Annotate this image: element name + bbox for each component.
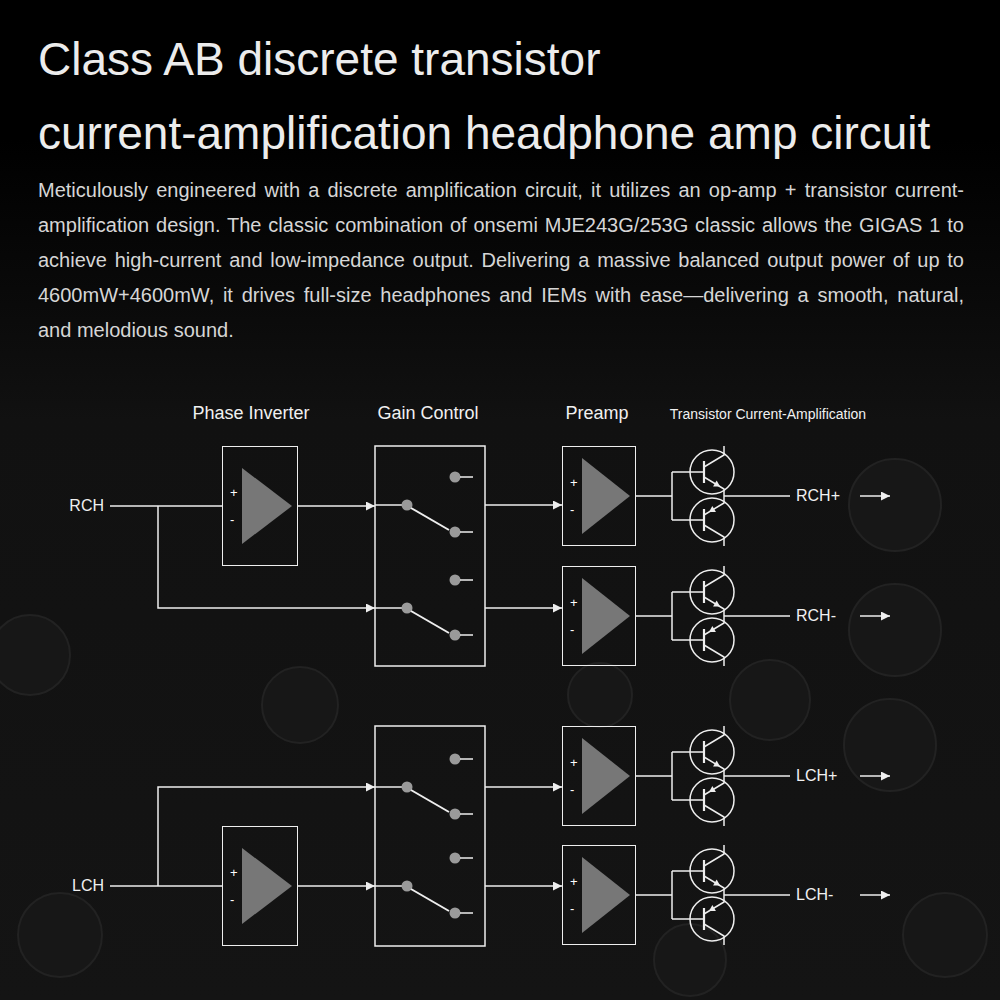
signal-wire <box>110 505 222 507</box>
title-word: Class <box>38 33 153 85</box>
signal-label: RCH+ <box>796 486 856 506</box>
opamp-input-sign: - <box>570 902 642 916</box>
preamp-opamp: +- <box>562 845 636 945</box>
capacitor-photo <box>849 584 941 676</box>
gain-switch <box>375 472 473 538</box>
gain-control-box <box>375 726 485 946</box>
output-arrow <box>860 495 890 497</box>
title-word: discrete <box>237 33 398 85</box>
opamp-input-sign: + <box>570 476 642 490</box>
capacitor-photo <box>654 924 726 996</box>
title-word: transistor <box>411 33 600 85</box>
description-text: Meticulously engineered with a discrete … <box>38 173 964 348</box>
opamp-input-sign: + <box>570 756 642 770</box>
opamp-symbol <box>562 726 636 826</box>
opamp-input-sign: + <box>570 875 642 889</box>
signal-wire <box>485 607 562 609</box>
output-arrow <box>860 775 890 777</box>
capacitor-photo <box>849 459 941 551</box>
capacitor-photo <box>18 893 102 977</box>
opamp-input-sign: - <box>570 783 642 797</box>
opamp-symbol <box>562 566 636 666</box>
gain-switch <box>375 853 473 919</box>
phase-inverter-opamp: +- <box>222 826 298 946</box>
output-arrow <box>860 894 890 896</box>
title-word: headphone <box>465 107 695 159</box>
transistor-pair <box>636 566 790 666</box>
opamp-input-sign: + <box>230 866 304 880</box>
gain-switch <box>375 754 473 820</box>
transistor-pair <box>636 845 790 945</box>
title-word: amp <box>708 107 797 159</box>
signal-wire <box>485 786 562 788</box>
opamp-input-sign: - <box>230 513 304 527</box>
opamp-triangle <box>242 848 292 924</box>
gain-switch <box>375 575 473 641</box>
title-word: current-amplification <box>38 107 452 159</box>
opamp-symbol <box>222 446 298 566</box>
signal-wire <box>485 885 562 887</box>
opamp-input-sign: - <box>570 503 642 517</box>
opamp-triangle <box>582 738 630 814</box>
signal-wire <box>110 885 222 887</box>
signal-label: LCH- <box>796 885 856 905</box>
preamp-opamp: +- <box>562 446 636 546</box>
gain-control-box <box>375 446 485 666</box>
signal-label: RCH- <box>796 606 856 626</box>
signal-label: LCH+ <box>796 766 856 786</box>
transistor-pair <box>636 726 790 826</box>
signal-wire <box>298 505 375 507</box>
signal-wire <box>485 504 562 506</box>
capacitor-photo <box>844 699 936 791</box>
output-arrow <box>860 615 890 617</box>
preamp-opamp: +- <box>562 726 636 826</box>
opamp-input-sign: - <box>230 893 304 907</box>
transistor-pair <box>636 446 790 546</box>
capacitor-photo <box>0 615 70 695</box>
opamp-input-sign: + <box>230 486 304 500</box>
pcb-photo <box>0 459 987 996</box>
title-word: circuit <box>810 107 930 159</box>
signal-label: LCH <box>36 876 104 896</box>
opamp-triangle <box>242 468 292 544</box>
opamp-symbol <box>222 826 298 946</box>
capacitor-photo <box>903 893 987 977</box>
capacitor-photo <box>262 667 338 743</box>
opamp-triangle <box>582 578 630 654</box>
phase-inverter-opamp: +- <box>222 446 298 566</box>
preamp-opamp: +- <box>562 566 636 666</box>
signal-wire <box>298 885 375 887</box>
signal-wires <box>110 446 890 946</box>
capacitor-photo <box>730 660 810 740</box>
signal-label: RCH <box>36 496 104 516</box>
opamp-symbol <box>562 446 636 546</box>
opamp-triangle <box>582 458 630 534</box>
opamp-triangle <box>582 857 630 933</box>
opamp-input-sign: + <box>570 596 642 610</box>
column-header: Transistor Current-Amplification <box>628 404 908 424</box>
column-header: Gain Control <box>308 402 548 424</box>
page-title: Class AB discrete transistor current-amp… <box>38 22 978 170</box>
opamp-symbol <box>562 845 636 945</box>
capacitor-photo <box>568 663 632 727</box>
column-header: Phase Inverter <box>131 402 371 424</box>
title-word: AB <box>163 33 224 85</box>
opamp-input-sign: - <box>570 623 642 637</box>
